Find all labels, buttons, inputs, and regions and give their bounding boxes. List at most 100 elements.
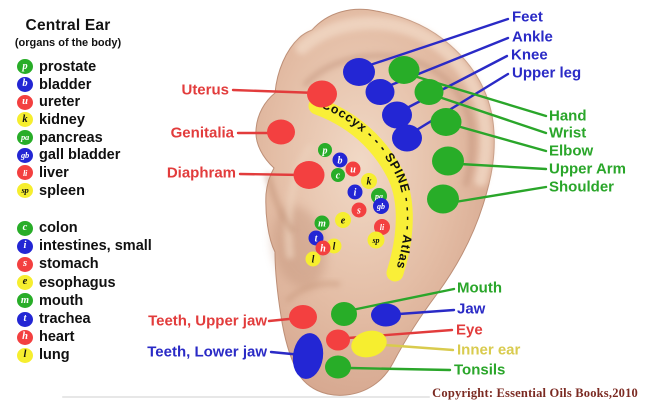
- label-ankle: Ankle: [512, 28, 553, 46]
- label-genitalia: Genitalia: [170, 124, 234, 142]
- legend-swatch-b: b: [17, 77, 33, 93]
- ear-point-diaphram: [293, 161, 325, 189]
- ear-point-knee: [382, 101, 412, 129]
- ear-point-dot: [315, 240, 331, 256]
- ear-point-dot: [314, 215, 330, 231]
- legend-swatch-li: li: [17, 165, 33, 181]
- legend-label: mouth: [39, 292, 84, 309]
- ear-point-upper-arm: [432, 146, 464, 176]
- ear-point-letter: u: [350, 165, 356, 176]
- leader-line-uterus: [231, 88, 319, 95]
- ear-point-letter: b: [338, 156, 343, 167]
- label-teeth-lower-jaw: Teeth, Lower jaw: [147, 343, 267, 361]
- ear-point-dot: [351, 202, 367, 218]
- legend-swatch-s: s: [17, 256, 33, 272]
- ear-point-dot: [318, 143, 332, 157]
- legend-swatch-u: u: [17, 94, 33, 110]
- label-jaw: Jaw: [457, 300, 486, 318]
- ear-point-dot: [305, 251, 321, 267]
- copyright-text: Copyright: Essential Oils Books,2010: [432, 386, 638, 400]
- ear-point-shoulder: [427, 184, 459, 214]
- label-mouth: Mouth: [457, 279, 502, 297]
- legend-label: prostate: [39, 58, 97, 75]
- leader-line-tonsils: [348, 366, 452, 372]
- legend-item-bladder: b bladder: [17, 76, 120, 94]
- legend-item-gall-bladder: gb gall bladder: [17, 146, 120, 164]
- ear-point-l-16: l: [305, 251, 321, 267]
- leader-line-wrist: [437, 95, 548, 135]
- leader-line-jaw: [397, 308, 456, 316]
- ear-point-letter: t: [315, 234, 319, 245]
- label-teeth-upper-jaw: Teeth, Upper jaw: [148, 312, 267, 330]
- legend-swatch-gb: gb: [17, 147, 33, 163]
- ear-point-letter: c: [336, 171, 341, 182]
- ear-point-s-8: s: [351, 202, 367, 218]
- legend-item-prostate: p prostate: [17, 58, 120, 76]
- label-wrist: Wrist: [549, 124, 587, 142]
- leader-line-inner-ear: [383, 343, 455, 352]
- label-upper-leg: Upper leg: [512, 64, 582, 82]
- ear-point-letter: k: [367, 177, 372, 188]
- leader-line-shoulder: [453, 185, 548, 204]
- ear-point-letter: gb: [376, 202, 385, 211]
- ear-point-letter: li: [380, 223, 385, 232]
- label-knee: Knee: [511, 46, 548, 64]
- legend-label: gall bladder: [39, 147, 121, 164]
- page-title: Central Ear: [25, 17, 111, 34]
- legend-label: liver: [39, 164, 69, 181]
- ear-point-dot: [335, 212, 351, 228]
- ear-point-dot: [345, 161, 361, 177]
- ear-point-e-9: e: [335, 212, 351, 228]
- legend-swatch-p: p: [17, 59, 33, 75]
- legend-label: trachea: [39, 311, 91, 328]
- leader-line-diaphram: [238, 172, 304, 177]
- ear-point-p-0: p: [318, 143, 332, 157]
- ear-point-inner-ear: [351, 330, 387, 358]
- ear-shading: [265, 16, 493, 303]
- legend-swatch-h: h: [17, 329, 33, 345]
- leader-line-mouth: [350, 287, 456, 312]
- leader-line-feet: [365, 17, 510, 68]
- ear-point-dot: [332, 152, 348, 168]
- ear-point-c-3: c: [331, 168, 345, 182]
- legend-label: spleen: [39, 182, 85, 199]
- ear-point-hand: [388, 56, 420, 84]
- legend-swatch-e: e: [17, 275, 33, 291]
- ear-point-letter: e: [341, 216, 346, 227]
- label-inner-ear: Inner ear: [457, 341, 521, 359]
- leader-line-elbow: [455, 124, 548, 153]
- legend-label: pancreas: [39, 129, 103, 146]
- ear-point-dot: [373, 198, 389, 214]
- legend-label: intestines, small: [39, 238, 152, 255]
- ear-point-dot: [331, 168, 345, 182]
- ear-point-i-5: i: [347, 184, 363, 200]
- ear-point-sp-14: sp: [367, 231, 385, 249]
- ear-point-letter: s: [356, 206, 361, 217]
- ear-point-li-11: li: [374, 219, 390, 235]
- legend-label: ureter: [39, 94, 81, 111]
- ear-point-letter: l: [312, 255, 315, 266]
- legend-label: bladder: [39, 76, 92, 93]
- page-edge-shadow: [62, 396, 430, 398]
- ear-point-dot: [347, 184, 363, 200]
- label-shoulder: Shoulder: [549, 178, 615, 196]
- ear-point-letter: l: [333, 242, 336, 253]
- ear-point-teeth-upper-jaw: [289, 305, 317, 329]
- leader-line-upper-arm: [458, 162, 548, 171]
- leader-line-upper-leg: [413, 72, 510, 133]
- label-hand: Hand: [549, 107, 587, 125]
- ear-point-letter: m: [318, 219, 326, 230]
- ear-point-ankle: [365, 79, 395, 105]
